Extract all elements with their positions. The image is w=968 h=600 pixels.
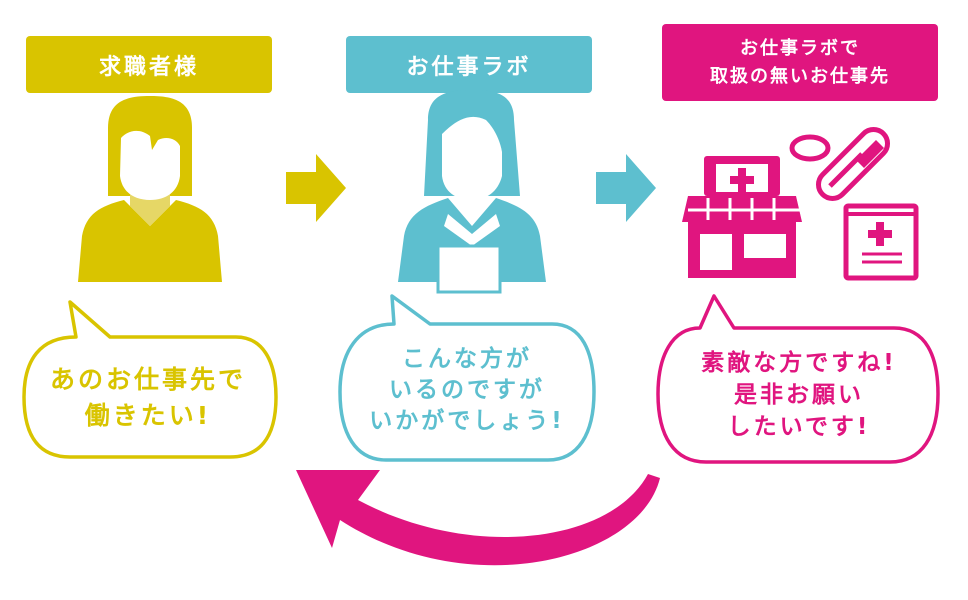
bubble-text-seeker-line2: 働きたい! [84, 400, 212, 430]
bubble-text-lab-line2: いるのですが [389, 377, 545, 403]
bubble-text-seeker-line1: あのお仕事先で [49, 364, 246, 394]
bubble-text-target-line3: したいです! [727, 414, 871, 440]
clipboard-icon [436, 244, 502, 294]
label-oshigoto-lab: お仕事ラボ [346, 36, 592, 93]
bubble-text-target-line1: 素敵な方ですね! [701, 350, 897, 376]
staff-face-cutout [442, 116, 502, 200]
person-face-cutout [120, 130, 180, 200]
speech-bubble-target [656, 294, 940, 464]
arrow-right-icon [286, 154, 346, 222]
bubble-text-lab: こんな方が いるのですが いかがでしょう! [344, 328, 590, 453]
label-job-seeker: 求職者様 [26, 36, 272, 93]
bubble-text-seeker: あのお仕事先で 働きたい! [28, 340, 268, 455]
bubble-text-lab-line1: こんな方が [402, 346, 532, 372]
label-oshigoto-lab-text: お仕事ラボ [406, 54, 532, 80]
arrow-right-icon [596, 154, 656, 222]
bubble-text-target-line2: 是非お願い [734, 382, 864, 408]
pill-capsule-icon [815, 126, 891, 202]
label-unlisted-employer-line2: 取扱の無いお仕事先 [710, 65, 890, 87]
bubble-text-lab-line3: いかがでしょう! [369, 408, 565, 434]
staff-collar [444, 214, 500, 246]
store-door [700, 234, 732, 270]
awning-lines [706, 198, 776, 220]
medicine-bag-icon [843, 203, 919, 281]
speech-bubble-lab [338, 294, 596, 462]
cross-icon [730, 168, 754, 192]
label-job-seeker-text: 求職者様 [98, 54, 199, 80]
return-arrow-icon [296, 470, 660, 566]
bubble-text-target: 素敵な方ですね! 是非お願い したいです! [664, 335, 934, 455]
speech-bubble-seeker [22, 300, 278, 459]
label-unlisted-employer: お仕事ラボで 取扱の無いお仕事先 [662, 24, 938, 101]
store-window [744, 234, 786, 258]
label-unlisted-employer-line1: お仕事ラボで [740, 37, 860, 59]
tablet-icon [789, 134, 831, 162]
